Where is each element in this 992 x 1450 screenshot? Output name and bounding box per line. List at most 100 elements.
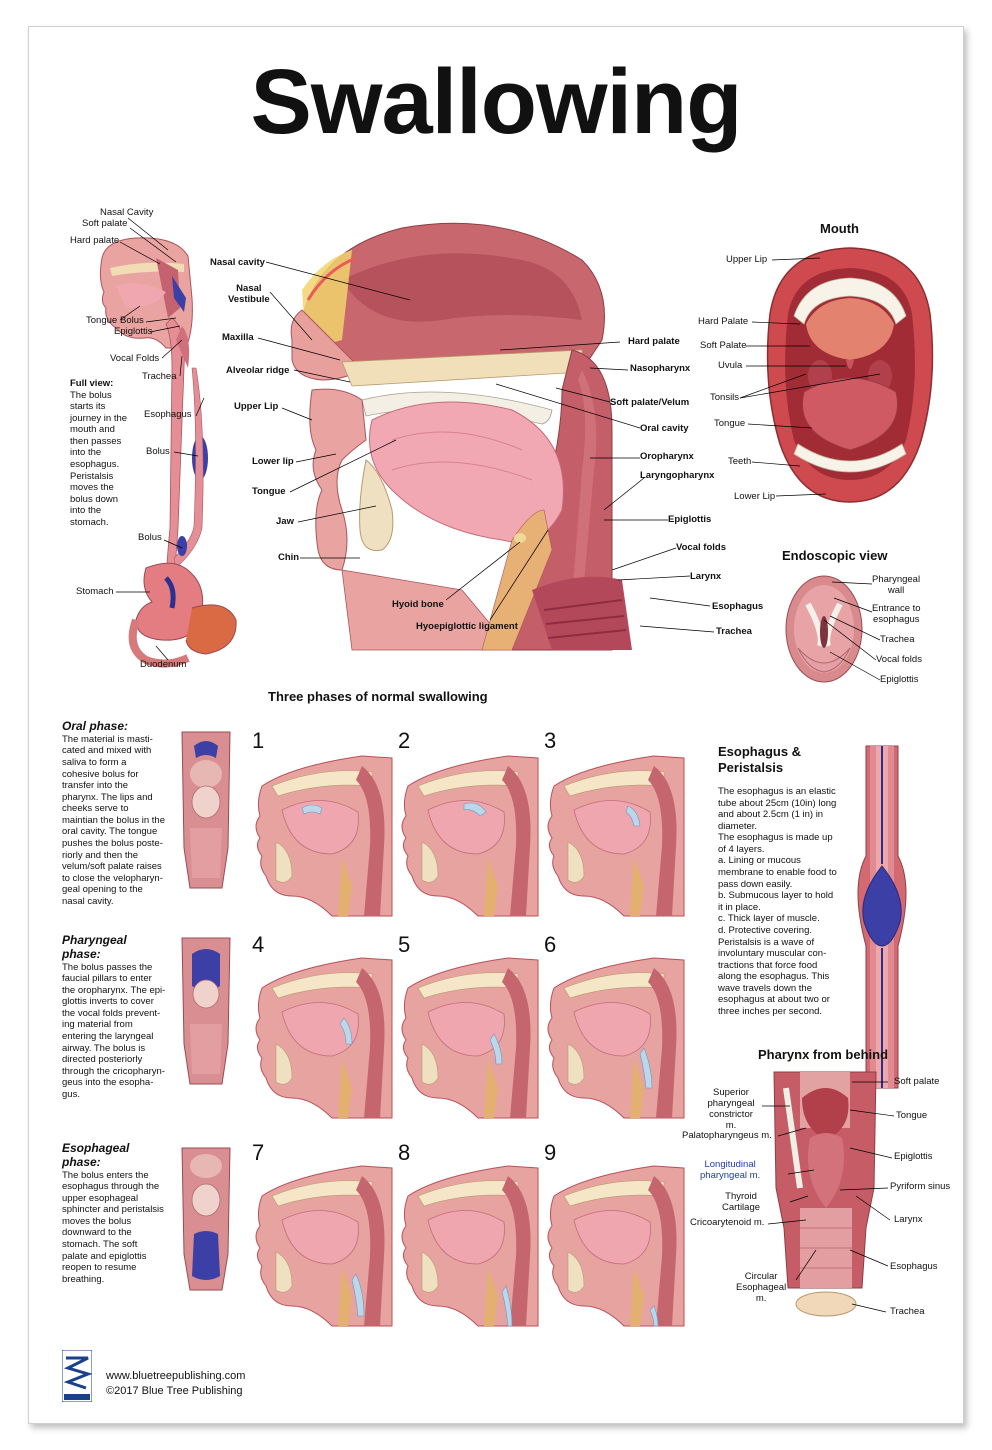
pharyngeal-phase-block: Pharyngeal phase:The bolus passes the fa…: [62, 933, 174, 1101]
endo-label-pharyngeal-wall: Pharyngeal wall: [872, 574, 921, 596]
endo-label-trachea: Trachea: [880, 634, 915, 645]
fv-label-bolus-2: Bolus: [146, 446, 170, 457]
oral-phase-block: Oral phase:The material is masti- cated …: [62, 719, 174, 907]
mouth-label-teeth: Teeth: [728, 456, 752, 467]
sag-label-oropharynx: Oropharynx: [640, 451, 694, 462]
phase-head-6: [547, 957, 685, 1119]
fv-label-vocal-folds: Vocal Folds: [110, 353, 160, 364]
phase-number-1: 1: [252, 728, 265, 753]
phase-head-4: [255, 957, 393, 1119]
sag-label-nasopharynx: Nasopharynx: [630, 363, 691, 374]
full-view-description: Full view: The bolus starts its journey …: [70, 378, 152, 529]
footer-url[interactable]: www.bluetreepublishing.com: [106, 1370, 246, 1382]
sag-label-alveolar-ridge: Alveolar ridge: [226, 365, 290, 376]
pb-label-superior-constrictor: Superior pharyngeal constrictor m.: [707, 1087, 755, 1131]
sag-label-esophagus: Esophagus: [712, 601, 764, 612]
phase-head-5: [401, 957, 539, 1119]
phase-number-7: 7: [252, 1140, 265, 1165]
phase-number-5: 5: [398, 932, 411, 957]
endo-label-vocal-folds: Vocal folds: [876, 654, 922, 665]
esophageal-phase-block: Esophageal phase:The bolus enters the es…: [62, 1141, 174, 1285]
fv-label-hard-palate: Hard palate: [70, 235, 120, 246]
sag-label-lower-lip: Lower lip: [252, 456, 294, 467]
peristalsis-heading: Esophagus & Peristalsis: [718, 744, 802, 775]
sag-label-hyoid-bone: Hyoid bone: [392, 599, 444, 610]
fv-label-bolus-3: Bolus: [138, 532, 162, 543]
phase-number-8: 8: [398, 1140, 411, 1165]
phase-head-3: [547, 755, 685, 917]
sag-label-trachea: Trachea: [716, 626, 752, 637]
mouth-label-upper-lip: Upper Lip: [726, 254, 768, 265]
fv-label-stomach: Stomach: [76, 586, 114, 597]
sag-label-larynx: Larynx: [690, 571, 722, 582]
pharynx-behind-illustration: [773, 1071, 877, 1317]
pharynx-behind-heading: Pharynx from behind: [758, 1047, 889, 1062]
mouth-front-illustration: [766, 247, 934, 503]
sag-label-hard-palate: Hard palate: [628, 336, 680, 347]
phase-head-8: [401, 1165, 539, 1327]
oral-phase-pharynx-illustration: [181, 731, 231, 889]
phase-number-3: 3: [544, 728, 557, 753]
sag-label-upper-lip: Upper Lip: [234, 401, 279, 412]
pharyngeal-phase-text: The bolus passes the faucial pillars to …: [62, 961, 166, 1100]
endoscopic-heading: Endoscopic view: [782, 548, 888, 563]
mouth-label-tonsils: Tonsils: [710, 392, 740, 403]
pb-label-epiglottis: Epiglottis: [894, 1151, 933, 1162]
oral-phase-title: Oral phase:: [62, 719, 129, 733]
blue-tree-logo: [62, 1350, 92, 1402]
sag-label-hyoepiglottic-ligament: Hyoepiglottic ligament: [416, 621, 518, 632]
sag-label-maxilla: Maxilla: [222, 332, 254, 343]
sag-label-tongue: Tongue: [252, 486, 286, 497]
pb-label-soft-palate: Soft palate: [894, 1076, 940, 1087]
endo-label-epiglottis: Epiglottis: [880, 674, 919, 685]
pb-label-pyriform-sinus: Pyriform sinus: [890, 1181, 951, 1192]
phase-number-6: 6: [544, 932, 557, 957]
pb-label-circular-esophageal: Circular Esophageal m.: [736, 1271, 787, 1304]
fv-label-duodenum: Duodenum: [140, 659, 187, 670]
esophageal-phase-pharynx-illustration: [181, 1147, 231, 1291]
phase-head-7: [255, 1165, 393, 1327]
endoscopic-illustration: [785, 575, 863, 683]
pb-label-esophagus: Esophagus: [890, 1261, 938, 1272]
oral-phase-text: The material is masti- cated and mixed w…: [62, 733, 165, 907]
mouth-heading: Mouth: [820, 221, 859, 236]
phase-number-2: 2: [398, 728, 411, 753]
phase-head-1: [255, 755, 393, 917]
sag-label-laryngopharynx: Laryngopharynx: [640, 470, 715, 481]
sag-label-nasal-cavity: Nasal cavity: [210, 257, 265, 268]
sag-label-jaw: Jaw: [276, 516, 294, 527]
sag-label-soft-palate-velum: Soft palate/Velum: [610, 397, 690, 408]
esophagus-peristalsis-illustration: [857, 745, 907, 1089]
phase-number-4: 4: [252, 932, 265, 957]
pb-label-palatopharyngeus: Palatopharyngeus m.: [682, 1130, 772, 1141]
pb-label-trachea: Trachea: [890, 1306, 925, 1317]
mouth-label-soft-palate: Soft Palate: [700, 340, 747, 351]
fv-label-soft-palate: Soft palate: [82, 218, 128, 229]
phase-head-9: [547, 1165, 685, 1327]
sag-label-epiglottis: Epiglottis: [668, 514, 712, 525]
pb-label-larynx: Larynx: [894, 1214, 923, 1225]
full-view-heading: Full view:: [70, 378, 114, 389]
sag-label-chin: Chin: [278, 552, 300, 563]
fv-label-esophagus: Esophagus: [144, 409, 192, 420]
footer-copyright: ©2017 Blue Tree Publishing: [106, 1385, 243, 1397]
endo-label-entrance-esophagus: Entrance to esophagus: [872, 603, 921, 625]
phase-head-2: [401, 755, 539, 917]
full-view-text: The bolus starts its journey in the mout…: [70, 389, 128, 528]
mouth-label-uvula: Uvula: [718, 360, 743, 371]
pb-label-longitudinal-pharyngeal: Longitudinal pharyngeal m.: [700, 1159, 761, 1181]
pharyngeal-phase-title: Pharyngeal phase:: [62, 933, 127, 961]
fv-label-tongue: Tongue: [86, 315, 118, 326]
esophageal-phase-text: The bolus enters the esophagus through t…: [62, 1169, 164, 1285]
fv-label-trachea: Trachea: [142, 371, 177, 382]
fv-label-nasal-cavity: Nasal Cavity: [100, 207, 154, 218]
phases-heading: Three phases of normal swallowing: [268, 689, 488, 704]
mouth-label-tongue: Tongue: [714, 418, 746, 429]
mouth-label-lower-lip: Lower Lip: [734, 491, 776, 502]
esophageal-phase-title: Esophageal phase:: [62, 1141, 130, 1169]
sag-label-nasal-vestibule: Nasal Vestibule: [228, 283, 270, 305]
full-view-illustration: [99, 237, 237, 668]
peristalsis-text: The esophagus is an elastic tube about 2…: [718, 786, 837, 1017]
page-title: Swallowing: [250, 51, 743, 153]
pb-label-tongue: Tongue: [896, 1110, 928, 1121]
